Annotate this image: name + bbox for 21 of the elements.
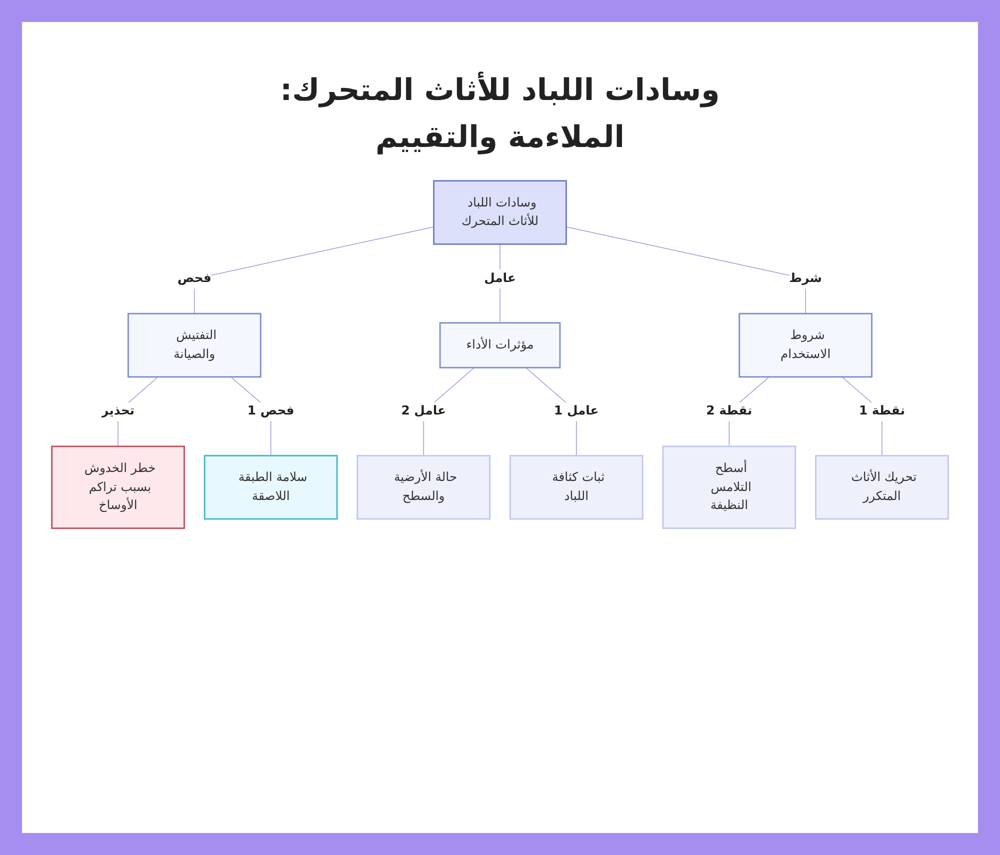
- edge-label: شرط: [789, 271, 822, 286]
- connector: [566, 226, 806, 314]
- node-box: التفتيش والصيانة: [127, 312, 262, 378]
- edge-label: نقطة 2: [706, 404, 752, 418]
- connector: [194, 226, 434, 314]
- node-box: ثبات كثافة اللباد: [509, 454, 644, 520]
- node-box: أسطح التلامس النظيفة: [662, 446, 796, 529]
- edge-label: نقطة 1: [858, 404, 905, 418]
- node-box: وسادات اللباد للأثاث المتحرك: [433, 180, 567, 245]
- edge-label: فحص 1: [247, 404, 294, 418]
- node-box: سلامة الطبقة اللاصقة: [204, 454, 338, 520]
- edge-label: عامل: [484, 271, 516, 286]
- node-box: خطر الخدوش بسبب تراكم الأوساخ: [51, 446, 185, 529]
- edge-label: عامل 1: [554, 404, 599, 418]
- node-box: شروط الاستخدام: [738, 312, 873, 378]
- diagram-title: وسادات اللباد للأثاث المتحرك: الملاءمة والتقييم: [279, 70, 721, 156]
- edge-label: عامل 2: [401, 404, 446, 418]
- node-box: حالة الأرضية والسطح: [356, 454, 491, 520]
- edge-label: فحص: [177, 271, 212, 286]
- node-box: تحريك الأثاث المتكرر: [815, 454, 949, 520]
- node-box: مؤثرات الأداء: [439, 322, 561, 368]
